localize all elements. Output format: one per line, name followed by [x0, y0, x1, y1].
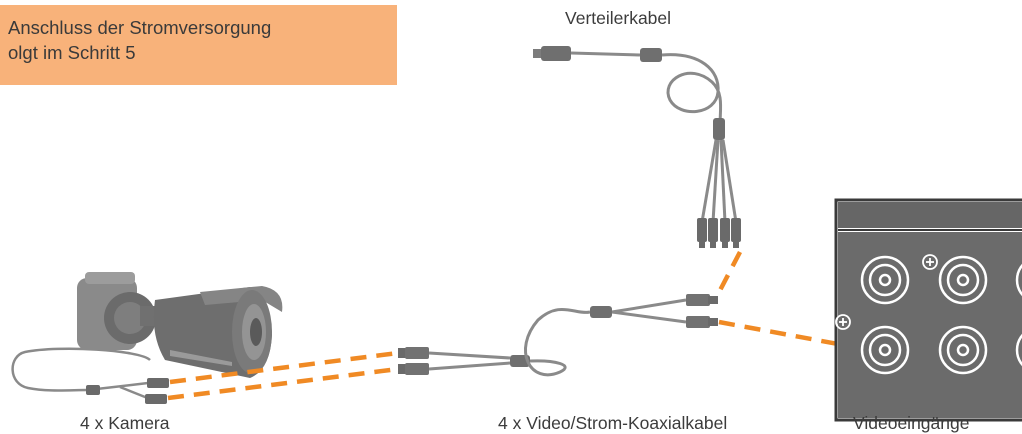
coax-cable [398, 294, 718, 377]
dashed-connections [167, 250, 839, 401]
coax-cable-label: 4 x Video/Strom-Koaxialkabel [498, 413, 728, 433]
dvr-bnc-panel-icon [834, 198, 1022, 422]
bullet-camera-icon [11, 272, 283, 404]
power-note-line-1: Anschluss der Stromversorgung [8, 17, 272, 38]
plus-circle-icon [835, 254, 938, 330]
splitter-cable-label: Verteilerkabel [565, 8, 672, 28]
camera-label: 4 x Kamera [80, 413, 170, 433]
splitter-cable [533, 46, 741, 248]
power-note-box: Anschluss der Stromversorgung olgt im Sc… [0, 5, 397, 85]
power-note-line-2: olgt im Schritt 5 [8, 42, 136, 63]
video-inputs-label: Videoeingänge [853, 413, 970, 433]
